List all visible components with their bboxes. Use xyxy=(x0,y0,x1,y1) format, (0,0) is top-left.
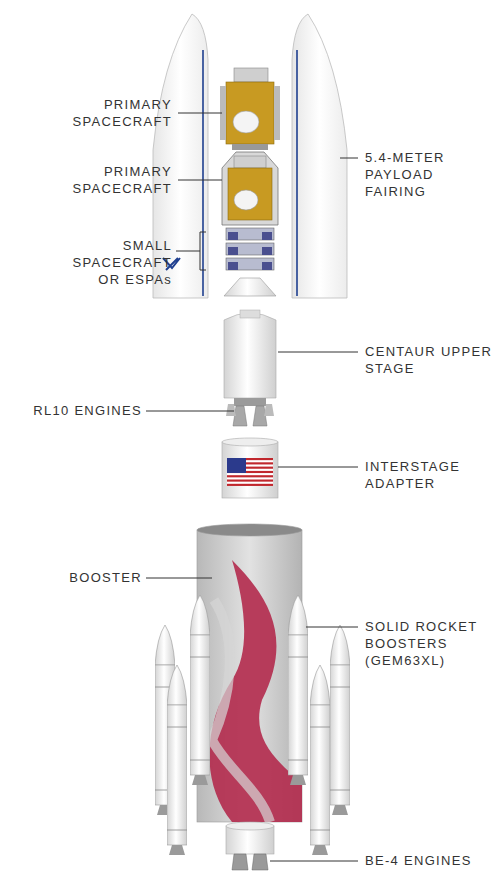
leader-lines xyxy=(146,113,358,861)
callout-label: RL10 ENGINES xyxy=(2,402,142,419)
callout-label: SMALL SPACECRAFT OR ESPAs xyxy=(62,237,172,288)
callout-label: PRIMARY SPACECRAFT xyxy=(62,96,172,130)
callout-label: BOOSTER xyxy=(42,569,142,586)
callout-label: INTERSTAGE ADAPTER xyxy=(365,458,485,492)
callout-label: BE-4 ENGINES xyxy=(365,852,495,869)
callout-label: CENTAUR UPPER STAGE xyxy=(365,343,500,377)
callout-label: PRIMARY SPACECRAFT xyxy=(62,163,172,197)
callout-label: SOLID ROCKET BOOSTERS (GEM63XL) xyxy=(365,618,495,669)
callout-label: 5.4-METER PAYLOAD FAIRING xyxy=(365,149,475,200)
us-flag xyxy=(227,458,273,486)
